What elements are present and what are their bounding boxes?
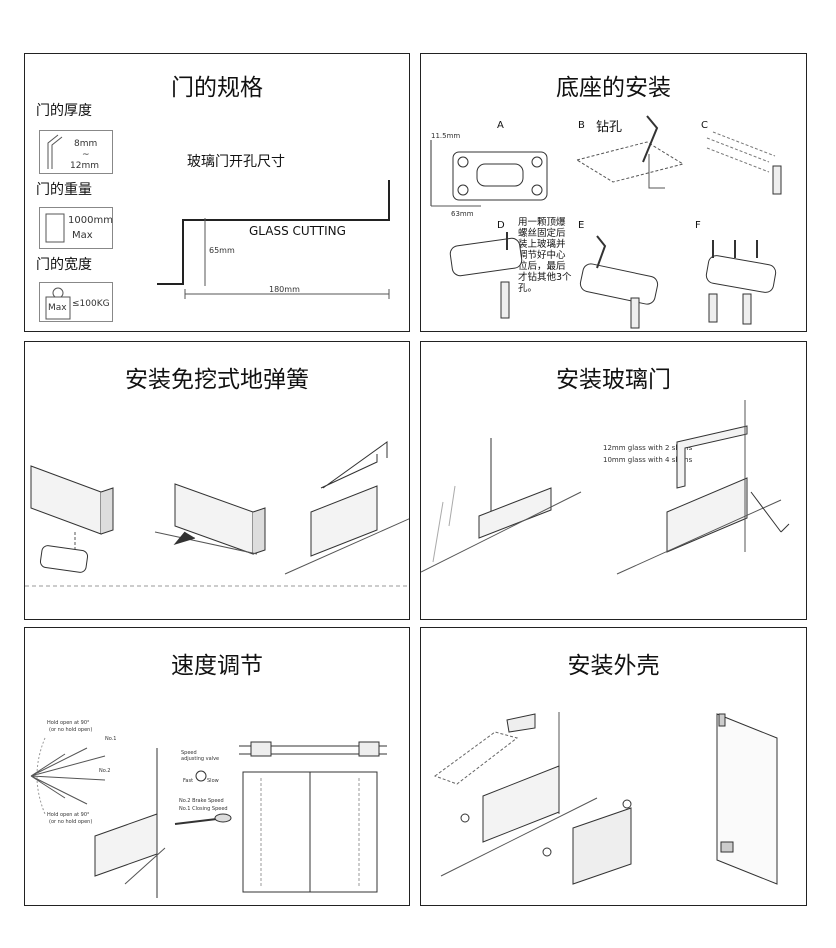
hold-open-top-note: (or no hold open) <box>49 727 93 733</box>
closing-no1: No.1 <box>105 736 117 742</box>
width-max: Max <box>48 303 67 313</box>
panel-title: 安装玻璃门 <box>556 367 671 393</box>
valve-label: Speed adjusting valve <box>181 750 220 762</box>
note-line: 装上玻璃并 <box>518 239 566 250</box>
thickness-box: 8mm ~ 12mm <box>39 130 113 174</box>
panel-title: 安装外壳 <box>567 653 660 679</box>
shim-note-1: 12mm glass with 2 shims <box>603 444 693 452</box>
thickness-sep: ~ <box>82 150 90 160</box>
hold-open-bottom: Hold open at 90° <box>47 812 90 818</box>
panel-floor-spring: 安装免挖式地弹簧 <box>24 341 410 620</box>
width-box: Max ≤100KG <box>39 282 113 322</box>
base-install-diagrams <box>430 115 782 329</box>
panel-title: 底座的安装 <box>556 75 671 101</box>
dim-a2: 63mm <box>451 210 474 218</box>
glass-cutting-diagram <box>157 180 390 299</box>
panel-title: 门的规格 <box>171 75 263 101</box>
dim-a1: 11.5mm <box>431 132 461 140</box>
panel-title: 速度调节 <box>171 653 263 679</box>
dim-width: 180mm <box>269 285 300 294</box>
brake-no2: No.2 <box>99 768 111 774</box>
hold-open-bottom-note: (or no hold open) <box>49 819 93 825</box>
dim-height: 65mm <box>209 246 235 255</box>
panel-door-spec: 门的规格 门的厚度 8mm ~ 12mm 门的重量 1000mm Max 门的宽… <box>24 53 410 332</box>
note-line: 位后，最后 <box>518 261 566 272</box>
note-line: 用一颗顶爆 <box>518 217 566 228</box>
note-line: 调节好中心 <box>518 250 566 261</box>
glass-cutting-text: GLASS CUTTING <box>249 224 346 238</box>
thickness-bottom: 12mm <box>70 161 99 171</box>
step-b: B <box>578 120 585 131</box>
cover-install-diagrams <box>433 712 778 885</box>
install-note: 用一颗顶爆 螺丝固定后 装上玻璃并 调节好中心 位后，最后 才钻其他3个 孔。 <box>518 217 572 294</box>
speed-adjust-diagrams <box>30 737 387 898</box>
glass-door-diagrams <box>421 400 790 575</box>
closing-speed-label: No.1 Closing Speed <box>179 806 228 812</box>
panel-speed-adjust: 速度调节 Hold open at 90° (or no hold open) … <box>24 627 410 906</box>
weight-box: 1000mm Max <box>39 207 113 249</box>
note-line: 螺丝固定后 <box>518 228 566 239</box>
glass-edge-icon <box>47 134 63 169</box>
panel-title: 安装免挖式地弹簧 <box>125 367 309 393</box>
hole-size-label: 玻璃门开孔尺寸 <box>187 154 285 170</box>
door-width-icon <box>45 213 65 243</box>
step-e: E <box>578 220 585 231</box>
step-d: D <box>497 220 505 231</box>
hold-open-top: Hold open at 90° <box>47 720 90 726</box>
step-a: A <box>497 120 504 131</box>
width-value: ≤100KG <box>72 299 110 309</box>
fast-label: Fast <box>183 778 194 784</box>
thickness-top: 8mm <box>74 139 98 149</box>
slow-label: Slow <box>207 778 219 784</box>
weight-value: 1000mm <box>68 215 113 226</box>
drill-label: 钻孔 <box>596 120 623 135</box>
note-line: 才钻其他3个 <box>518 272 572 283</box>
step-c: C <box>701 120 708 131</box>
brake-speed-label: No.2 Brake Speed <box>179 798 224 804</box>
panel-cover-install: 安装外壳 <box>420 627 807 906</box>
note-line: 孔。 <box>518 283 538 294</box>
thickness-label: 门的厚度 <box>36 103 92 119</box>
width-label: 门的宽度 <box>36 257 92 273</box>
weight-label: 门的重量 <box>36 182 92 198</box>
shim-note-2: 10mm glass with 4 shims <box>603 456 693 464</box>
weight-max: Max <box>72 230 93 241</box>
weight-icon <box>45 287 71 320</box>
panel-base-install: 底座的安装 A B 钻孔 C D E F 11.5mm 63mm 用一颗顶爆 螺… <box>420 53 807 332</box>
panel-glass-door: 安装玻璃门 12mm glass with 2 shims 10mm glass… <box>420 341 807 620</box>
step-f: F <box>695 220 701 231</box>
floor-spring-diagrams <box>25 441 409 587</box>
